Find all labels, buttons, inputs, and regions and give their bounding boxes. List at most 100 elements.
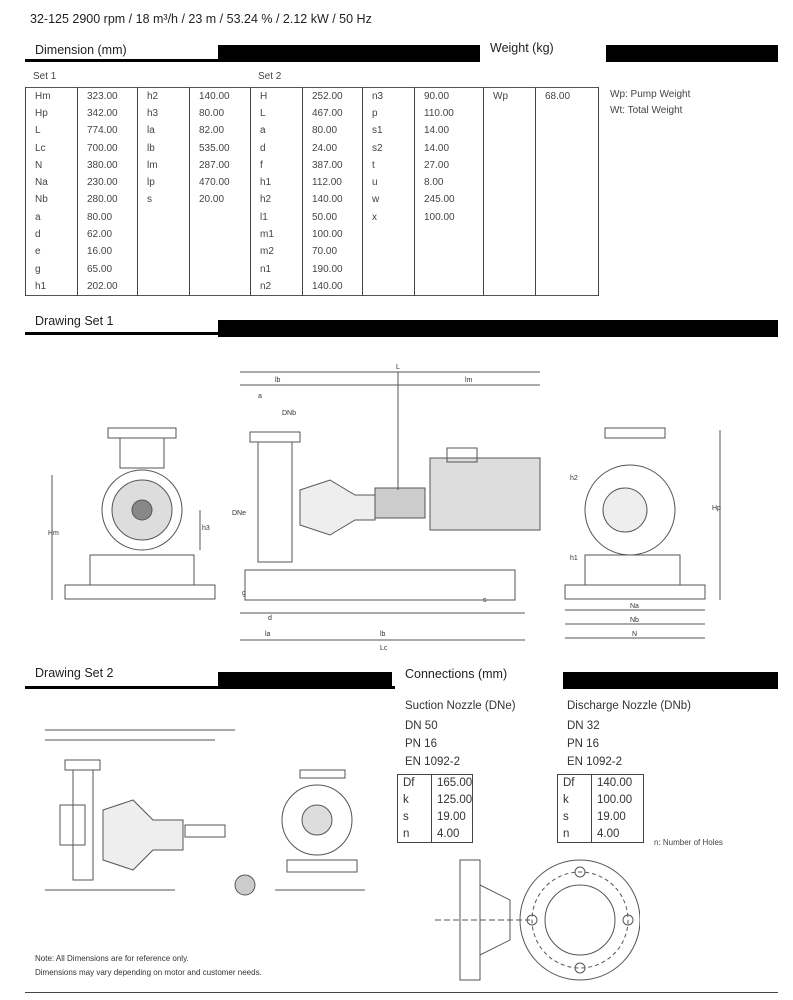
dimension-value: 100.00	[302, 225, 363, 244]
flange-key: Df	[397, 774, 432, 792]
suction-title: Suction Nozzle (DNe)	[405, 700, 516, 712]
dimension-value	[535, 208, 599, 226]
discharge-standard: EN 1092-2	[567, 756, 622, 768]
flange-value: 4.00	[431, 825, 474, 843]
dimension-value	[535, 156, 599, 174]
dimension-key: h3	[137, 104, 190, 123]
divider	[25, 332, 220, 335]
divider	[25, 686, 395, 689]
dimension-key	[483, 225, 536, 244]
dimension-value: 65.00	[77, 260, 138, 278]
dimension-value: 245.00	[414, 191, 484, 209]
dimension-key: m2	[250, 243, 303, 261]
dimension-value: 467.00	[302, 104, 363, 123]
drawing-set-2-heading: Drawing Set 2	[35, 666, 114, 680]
dimension-key: la	[137, 122, 190, 140]
dimension-value: 287.00	[189, 156, 251, 174]
dimension-key: f	[250, 156, 303, 174]
dimension-value	[414, 277, 484, 296]
dim-label: Hm	[48, 530, 59, 537]
dimension-key	[137, 260, 190, 278]
note: Note: All Dimensions are for reference o…	[35, 954, 189, 963]
dimension-value: 100.00	[414, 208, 484, 226]
dimension-value: 380.00	[77, 156, 138, 174]
dimension-value	[535, 104, 599, 123]
dimension-value	[189, 243, 251, 261]
dim-label: a	[258, 393, 262, 400]
dim-label: Hp	[712, 505, 721, 512]
dimension-value: 8.00	[414, 173, 484, 192]
dim-label: s	[483, 597, 487, 604]
dimension-key	[362, 243, 415, 261]
dimension-key: a	[250, 122, 303, 140]
dimension-key	[137, 243, 190, 261]
dimension-key: L	[25, 122, 78, 140]
dimension-value: 190.00	[302, 260, 363, 278]
discharge-nozzle: Discharge Nozzle (DNb) DN 32 PN 16 EN 10…	[567, 697, 691, 771]
dim-label: DNb	[282, 410, 296, 417]
dimension-key: h1	[250, 173, 303, 192]
dim-label: h3	[202, 525, 210, 532]
flange-key: n	[397, 825, 432, 843]
pump-rear-view	[564, 427, 721, 639]
dimension-value: 774.00	[77, 122, 138, 140]
weight-note: Wp: Pump Weight	[610, 89, 691, 100]
dimension-value: 470.00	[189, 173, 251, 192]
dimension-key	[483, 122, 536, 140]
dimension-key: n1	[250, 260, 303, 278]
dimension-key: w	[362, 191, 415, 209]
dimension-key: Nb	[25, 191, 78, 209]
footer-divider	[25, 992, 778, 993]
dim-label: DNe	[232, 510, 246, 517]
suction-nozzle: Suction Nozzle (DNe) DN 50 PN 16 EN 1092…	[405, 697, 516, 771]
dim-label: g	[242, 590, 246, 597]
dimension-key: s	[137, 191, 190, 209]
dimension-value	[189, 208, 251, 226]
dimension-value	[414, 243, 484, 261]
holes-note: n: Number of Holes	[654, 838, 723, 847]
dim-label: Lc	[380, 645, 388, 652]
dimension-value: 27.00	[414, 156, 484, 174]
dimension-key: Na	[25, 173, 78, 192]
dimension-value: 110.00	[414, 104, 484, 123]
flange-value: 140.00	[591, 774, 644, 792]
dimension-key: lp	[137, 173, 190, 192]
dimension-key: d	[250, 139, 303, 157]
dim-label: lm	[465, 377, 473, 384]
dim-label: d	[268, 615, 272, 622]
dimension-key: h1	[25, 277, 78, 296]
set1-label: Set 1	[33, 71, 57, 82]
dimension-key: lm	[137, 156, 190, 174]
dim-label: Nb	[630, 617, 639, 624]
dimension-key: Hp	[25, 104, 78, 123]
pump-side-view	[240, 371, 541, 641]
dimension-value: 24.00	[302, 139, 363, 157]
weight-heading: Weight (kg)	[490, 41, 554, 55]
pump-front-view	[51, 427, 216, 600]
dimension-value: 252.00	[302, 87, 363, 105]
dimension-key	[483, 191, 536, 209]
dimension-value	[189, 225, 251, 244]
dimension-key: a	[25, 208, 78, 226]
discharge-dn: DN 32	[567, 720, 600, 732]
dimension-key	[137, 225, 190, 244]
dimension-key	[483, 156, 536, 174]
dimension-key	[483, 208, 536, 226]
dimension-value: 68.00	[535, 87, 599, 105]
dimension-key: Wp	[483, 87, 536, 105]
connections-heading: Connections (mm)	[405, 667, 508, 681]
dim-label: h2	[570, 475, 578, 482]
